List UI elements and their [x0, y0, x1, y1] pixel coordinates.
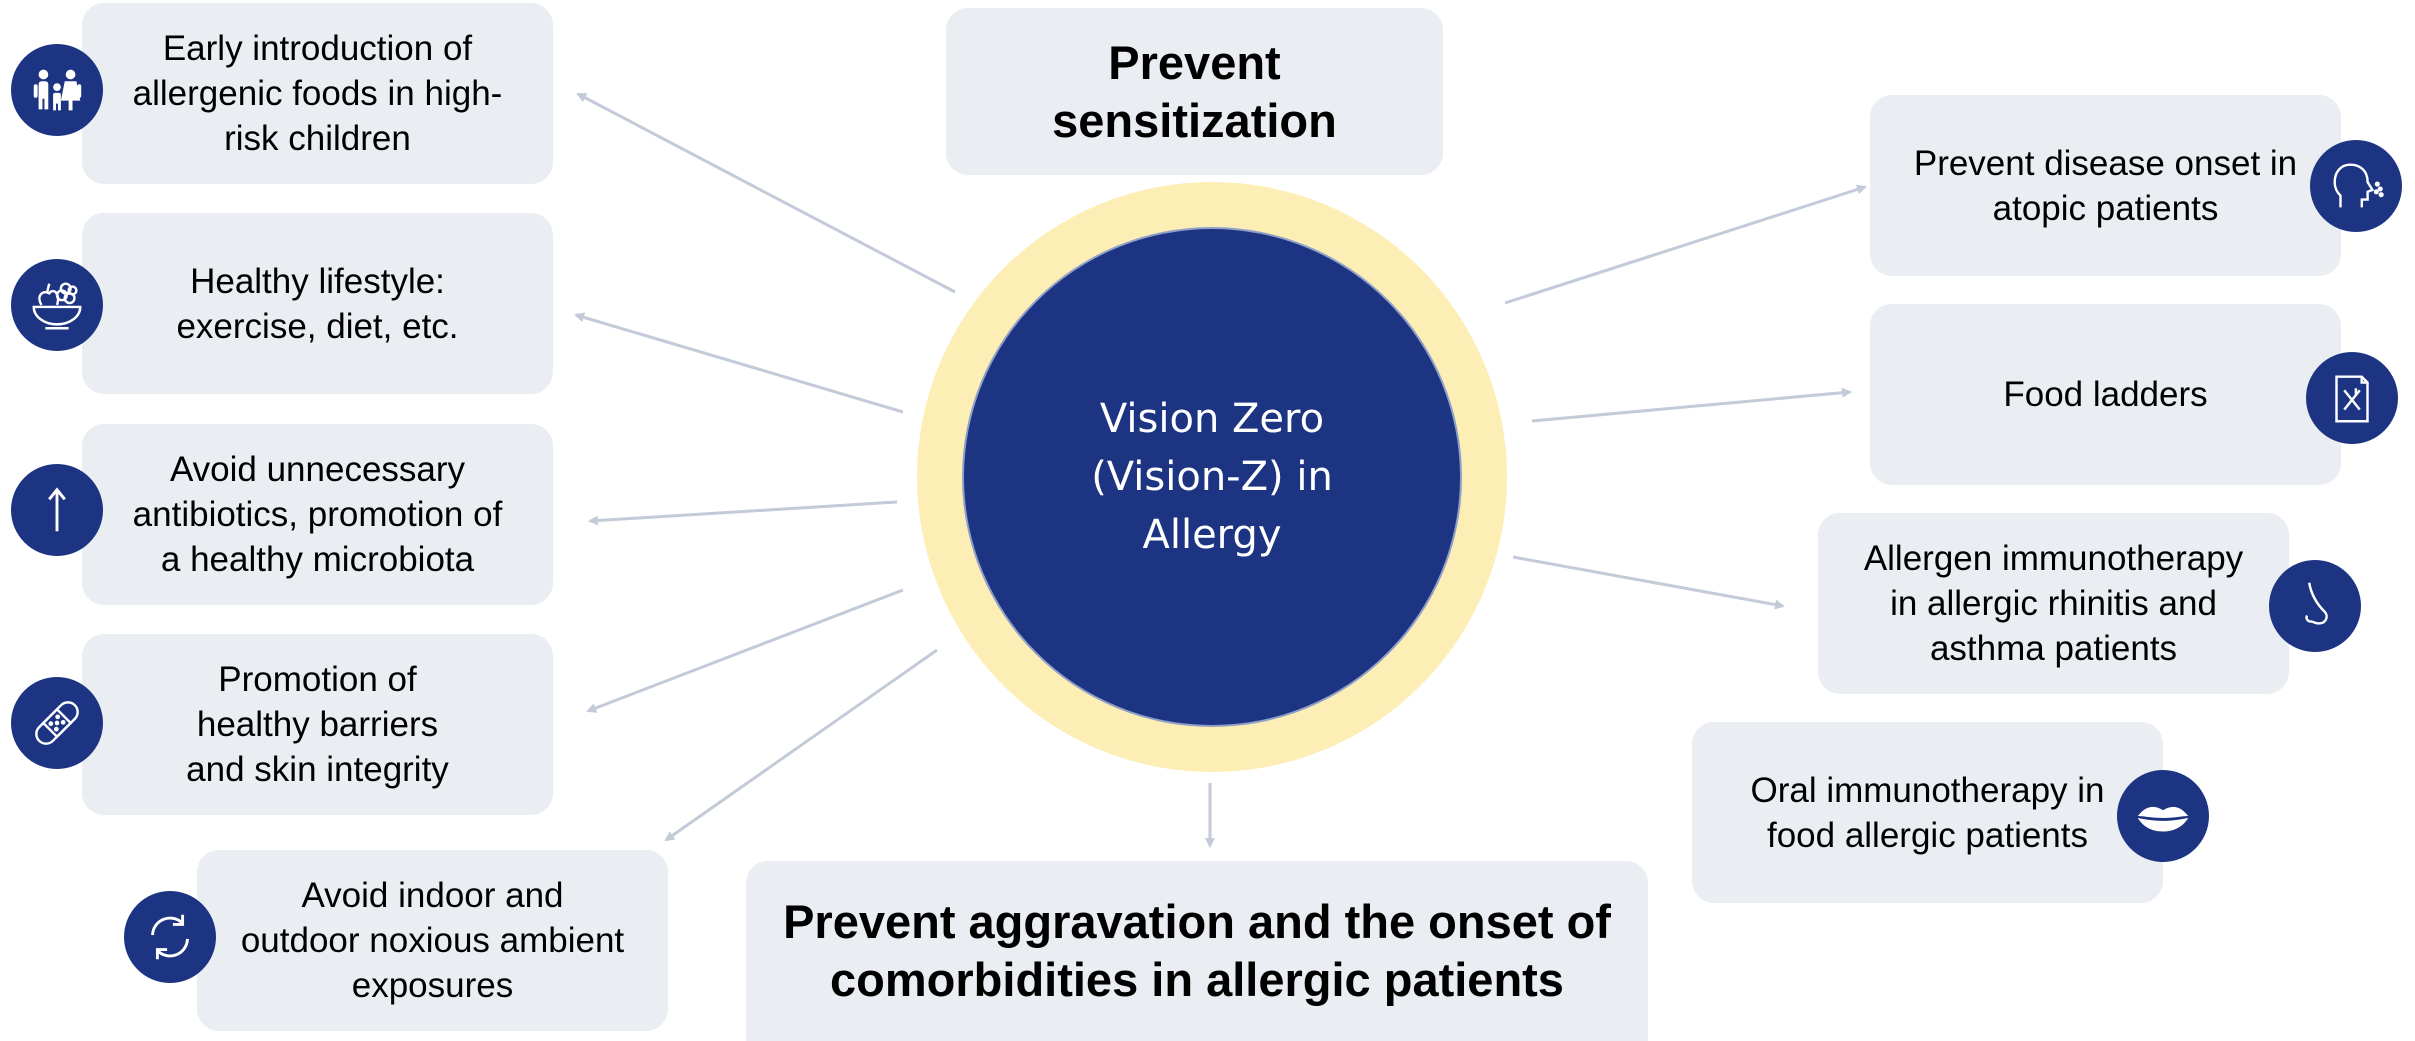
oral-immunotherapy-box: Oral immunotherapy in food allergic pati…: [1692, 722, 2163, 903]
arrow-to-ambient-exposures: [664, 648, 938, 842]
lips-icon: [2117, 770, 2209, 862]
food-menu-icon: [2306, 352, 2398, 444]
family-icon: [11, 44, 103, 136]
prevent-sensitization-heading: Prevent sensitization: [946, 8, 1443, 175]
fruit-bowl-icon: [11, 259, 103, 351]
healthy-lifestyle-box: Healthy lifestyle: exercise, diet, etc.: [82, 213, 553, 394]
disease-onset-box: Prevent disease onset in atopic patients: [1870, 95, 2341, 276]
food-ladders-box: Food ladders: [1870, 304, 2341, 485]
vision-zero-circle: Vision Zero (Vision-Z) in Allergy: [964, 229, 1460, 725]
arrow-to-antibiotics: [588, 500, 898, 526]
recycle-icon: [124, 891, 216, 983]
arrow-up-icon: [11, 464, 103, 556]
arrow-to-healthy-lifestyle: [574, 312, 904, 414]
immunotherapy-box: Allergen immunotherapy in allergic rhini…: [1818, 513, 2289, 694]
early-introduction-box: Early introduction of allergenic foods i…: [82, 3, 553, 184]
arrow-to-barriers: [586, 588, 904, 713]
arrow-to-food-ladders: [1531, 387, 1852, 423]
prevent-aggravation-heading: Prevent aggravation and the onset of com…: [746, 861, 1648, 1041]
arrow-to-disease-onset: [1504, 184, 1867, 305]
antibiotics-box: Avoid unnecessary antibiotics, promotion…: [82, 424, 553, 605]
bandage-icon: [11, 677, 103, 769]
ambient-exposures-box: Avoid indoor and outdoor noxious ambient…: [197, 850, 668, 1031]
arrow-to-early-introduction: [576, 92, 956, 294]
arrow-to-immunotherapy: [1512, 555, 1785, 610]
healthy-barriers-box: Promotion of healthy barriers and skin i…: [82, 634, 553, 815]
head-sneeze-icon: [2310, 140, 2402, 232]
vision-zero-label: Vision Zero (Vision-Z) in Allergy: [1091, 396, 1333, 558]
nose-icon: [2269, 560, 2361, 652]
